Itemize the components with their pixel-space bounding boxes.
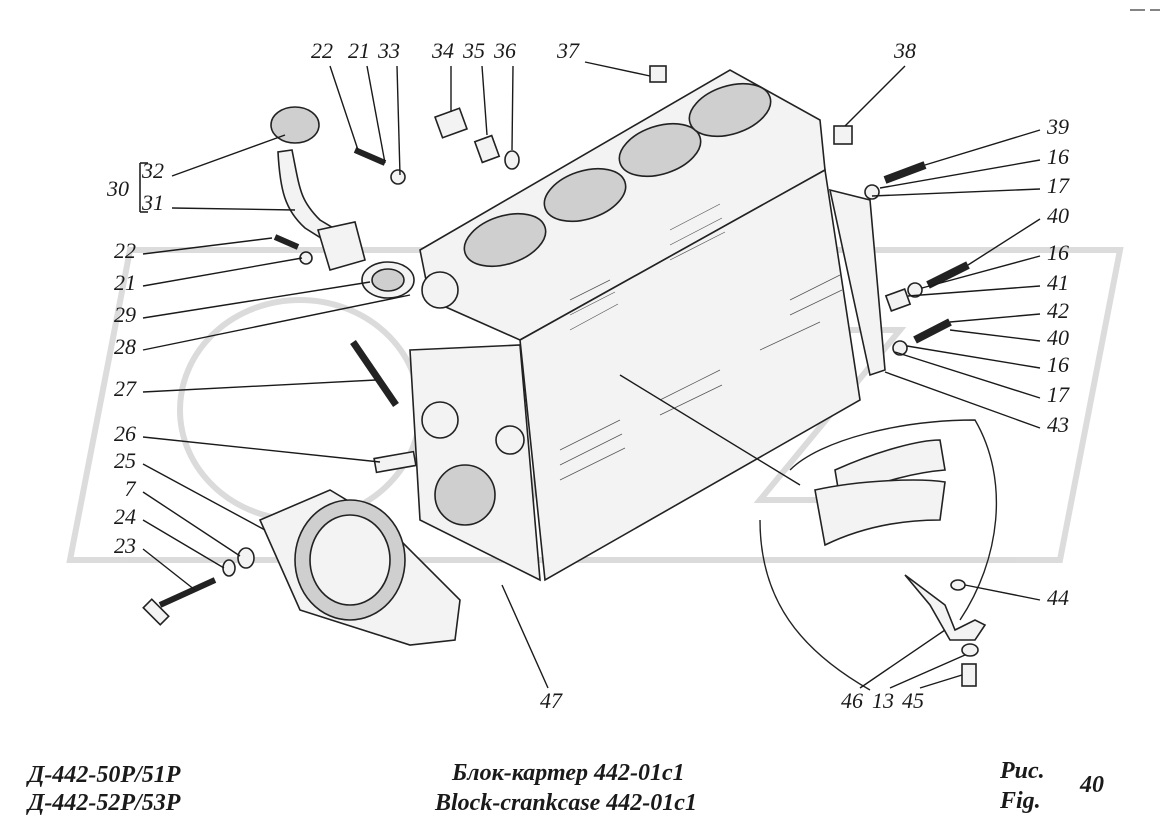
callout-c38: 38 bbox=[893, 38, 916, 63]
callout-c41: 41 bbox=[1047, 270, 1069, 295]
title-en: Block-crankcase 442-01с1 bbox=[435, 790, 697, 816]
callout-c46: 46 bbox=[841, 688, 863, 713]
callout-c29: 29 bbox=[114, 302, 136, 327]
callout-c33: 33 bbox=[377, 38, 400, 63]
callout-c23: 23 bbox=[114, 533, 136, 558]
model-line-2: Д-442-52Р/53Р bbox=[28, 790, 181, 816]
callout-c32: 32 bbox=[141, 158, 164, 183]
callout-c7: 7 bbox=[125, 476, 137, 501]
figure-number: 40 bbox=[1080, 772, 1104, 798]
callout-c27: 27 bbox=[114, 376, 137, 401]
cylinder-bore-3 bbox=[618, 122, 702, 178]
callout-c43: 43 bbox=[1047, 412, 1069, 437]
callout-c13: 13 bbox=[872, 688, 894, 713]
callout-c22b: 22 bbox=[114, 238, 136, 263]
callout-c40a: 40 bbox=[1047, 203, 1069, 228]
model-line-1: Д-442-50Р/51Р bbox=[28, 762, 181, 788]
front-bearing-bore bbox=[434, 464, 496, 526]
leader-lines bbox=[142, 61, 1041, 689]
callout-c42: 42 bbox=[1047, 298, 1069, 323]
flywheel-housing bbox=[258, 489, 461, 646]
callout-c16c: 16 bbox=[1047, 352, 1069, 377]
title-ru: Блок-картер 442-01с1 bbox=[452, 760, 685, 786]
cylinder-bore-2 bbox=[543, 167, 627, 223]
callout-c34: 34 bbox=[431, 38, 454, 63]
callout-c47: 47 bbox=[540, 688, 563, 713]
callout-c17b: 17 bbox=[1047, 382, 1070, 407]
callout-c44: 44 bbox=[1047, 585, 1069, 610]
callout-c37: 37 bbox=[556, 38, 580, 63]
oil-filler-pipe bbox=[270, 106, 415, 299]
callout-c39: 39 bbox=[1046, 114, 1069, 139]
bearing-shell-detail bbox=[759, 419, 998, 691]
callout-c26: 26 bbox=[114, 421, 136, 446]
callout-c31: 31 bbox=[141, 190, 164, 215]
callout-c21a: 21 bbox=[348, 38, 370, 63]
callout-c40b: 40 bbox=[1047, 325, 1069, 350]
callout-c36: 36 bbox=[493, 38, 516, 63]
callout-c24: 24 bbox=[114, 504, 136, 529]
callout-c45: 45 bbox=[902, 688, 924, 713]
callout-c30: 30 bbox=[106, 176, 129, 201]
callout-c16b: 16 bbox=[1047, 240, 1069, 265]
top-fittings bbox=[433, 65, 853, 170]
fig-label-en: Fig. bbox=[1000, 788, 1041, 814]
lower-right-parts bbox=[904, 574, 987, 687]
callout-c21b: 21 bbox=[114, 270, 136, 295]
left-fasteners bbox=[142, 147, 417, 626]
block-side-face bbox=[519, 168, 861, 582]
cylinder-bore-1 bbox=[463, 212, 547, 268]
engine-block bbox=[409, 69, 886, 582]
callout-c22a: 22 bbox=[311, 38, 333, 63]
callout-c16a: 16 bbox=[1047, 144, 1069, 169]
callout-c35: 35 bbox=[462, 38, 485, 63]
callout-c28: 28 bbox=[114, 334, 136, 359]
bracket-30 bbox=[139, 162, 148, 213]
rear-gasket bbox=[828, 188, 886, 377]
cylinder-bore-4 bbox=[688, 82, 772, 138]
callout-c17a: 17 bbox=[1047, 173, 1070, 198]
right-fasteners bbox=[864, 161, 970, 356]
callout-c25: 25 bbox=[114, 448, 136, 473]
block-front-face bbox=[409, 344, 541, 582]
fig-label-ru: Рис. bbox=[1000, 758, 1045, 784]
